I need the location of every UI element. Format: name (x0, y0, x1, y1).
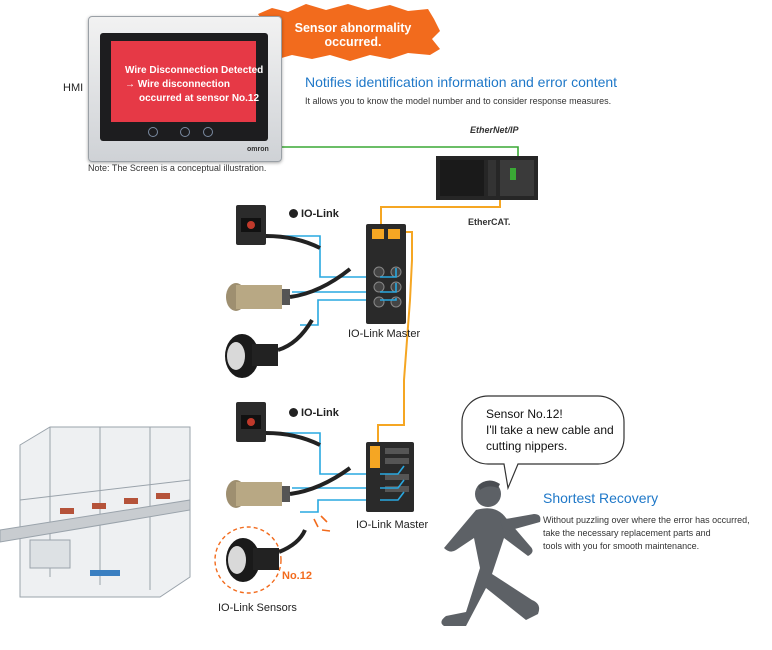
io-link-logo: IO-Link (289, 407, 339, 419)
recovery-line: tools with you for smooth maintenance. (543, 541, 700, 551)
hmi-brand-logo: omron (247, 146, 269, 153)
faulty-sensor-icon (214, 515, 331, 594)
io-link-logo-text: IO-Link (301, 208, 339, 220)
io-link-master-icon (366, 442, 414, 512)
bubble-line: Sensor No.12! (486, 407, 563, 421)
io-link-logo-text: IO-Link (301, 407, 339, 419)
ethercat-cable (380, 199, 501, 226)
screen-note: Note: The Screen is a conceptual illustr… (88, 163, 267, 173)
hmi-home-button-icon (148, 127, 158, 137)
sensor-cable (272, 235, 380, 278)
recovery-line: take the necessary replacement parts and (543, 528, 711, 538)
notify-body: It allows you to know the model number a… (305, 96, 612, 106)
speech-bubble (461, 395, 625, 491)
ethercat-logo: EtherCAT. (468, 217, 511, 227)
alert-text: Sensor abnormality occurred. (294, 21, 412, 49)
hmi-button-icon (180, 127, 190, 137)
hmi-screen-line: Wire Disconnection Detected (125, 65, 264, 76)
sensor-cable (300, 499, 380, 513)
proximity-sensor-icon (226, 466, 352, 508)
io-link-logo-icon (289, 209, 298, 218)
recovery-body: Without puzzling over where the error ha… (543, 514, 750, 553)
hmi-screen-line: occurred at sensor No.12 (139, 93, 260, 104)
io-link-logo: IO-Link (289, 208, 339, 220)
bubble-line: I'll take a new cable and (486, 423, 614, 437)
io-link-master-label: IO-Link Master (356, 519, 429, 531)
running-technician-icon (441, 480, 541, 626)
hmi-screen-line: → Wire disconnection (125, 79, 230, 90)
proximity-sensor-icon (225, 318, 314, 378)
master-link-cable (377, 231, 413, 448)
ethernet-ip-logo: EtherNet/IP (470, 125, 519, 135)
hmi-screen: Wire Disconnection Detected → Wire disco… (111, 41, 263, 122)
hmi-label: HMI (63, 82, 84, 94)
sensor-number-label: No.12 (282, 570, 312, 582)
hmi-button-icon (203, 127, 213, 137)
photoelectric-sensor-icon (236, 402, 321, 447)
io-link-logo-icon (289, 408, 298, 417)
ethernet-cable (280, 146, 519, 160)
recovery-title: Shortest Recovery (543, 490, 659, 506)
photoelectric-sensor-icon (236, 205, 321, 250)
alert-burst (258, 4, 440, 61)
recovery-line: Without puzzling over where the error ha… (543, 515, 750, 525)
proximity-sensor-icon (226, 267, 352, 311)
io-link-master-icon (366, 224, 406, 324)
notify-title: Notifies identification information and … (305, 74, 618, 90)
bubble-text: Sensor No.12! I'll take a new cable and … (486, 406, 614, 454)
factory-machine-illustration (0, 426, 191, 598)
controller-icon (436, 156, 538, 200)
sensor-cable (272, 432, 380, 475)
bubble-line: cutting nippers. (486, 439, 568, 453)
io-link-master-label: IO-Link Master (348, 328, 421, 340)
io-link-sensors-label: IO-Link Sensors (218, 602, 297, 614)
